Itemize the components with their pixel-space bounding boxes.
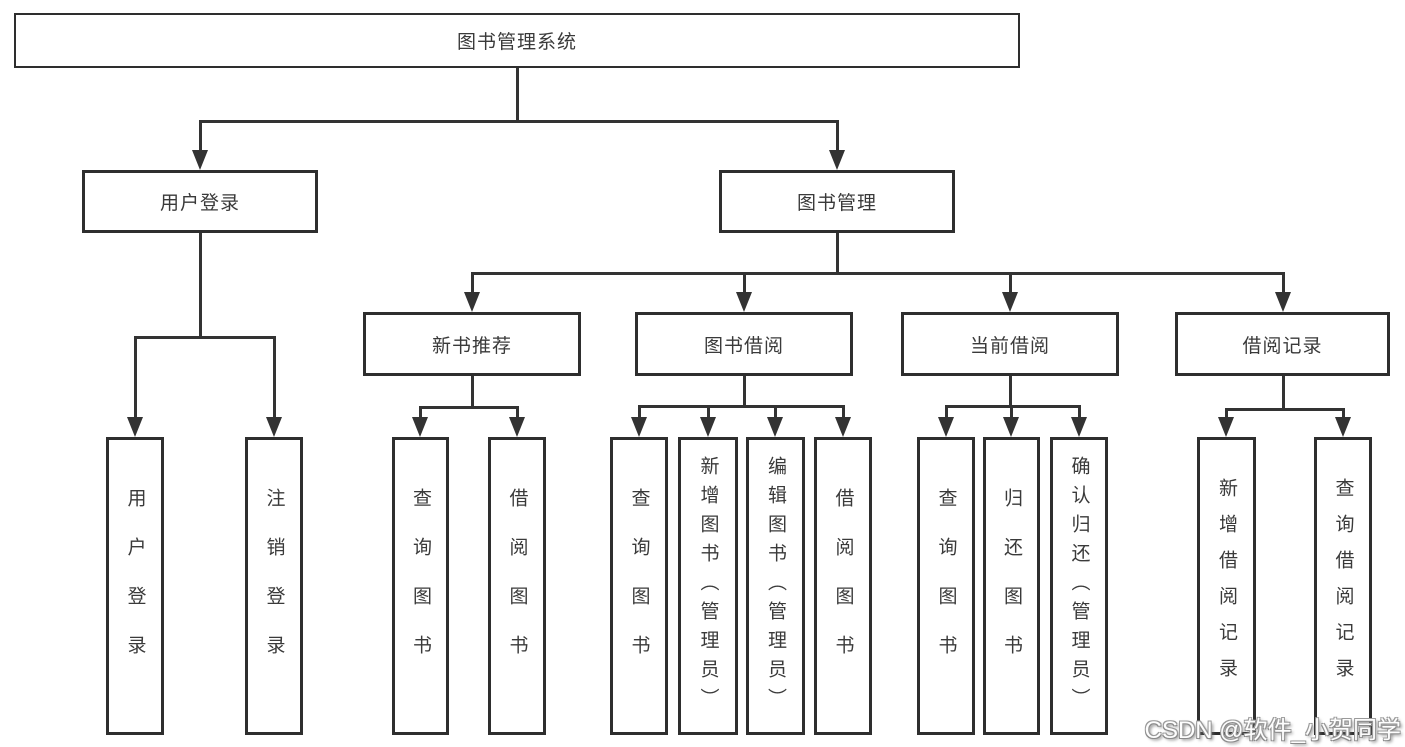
node-label: 用户登录 xyxy=(159,193,240,214)
leaf-confirm-return-admin: 确认归还（管理员） xyxy=(1050,437,1108,735)
leaf-label: 用户登录 xyxy=(124,488,146,684)
node-label: 新书推荐 xyxy=(431,335,512,357)
node-label: 图书管理系统 xyxy=(456,32,577,53)
arrow-to-user-login xyxy=(192,120,208,170)
connector-book-mgmt-vline xyxy=(836,231,839,275)
node-label: 当前借阅 xyxy=(969,335,1050,357)
arrow-to-leaf-add-books xyxy=(700,405,716,437)
leaf-label: 借阅图书 xyxy=(506,488,528,684)
node-library-management-system: 图书管理系统 xyxy=(14,13,1020,68)
node-borrow-records: 借阅记录 xyxy=(1175,312,1390,376)
leaf-label: 编辑图书（管理员） xyxy=(765,455,786,717)
leaf-label: 查询图书 xyxy=(628,488,650,684)
arrow-to-book-management xyxy=(829,120,845,170)
leaf-query-books-current: 查询图书 xyxy=(917,437,975,735)
arrow-to-borrow-records xyxy=(1275,272,1291,312)
arrow-to-leaf-query-record xyxy=(1335,408,1351,437)
leaf-label: 借阅图书 xyxy=(832,488,854,684)
node-new-book-recommend: 新书推荐 xyxy=(363,312,581,376)
leaf-label: 新增借阅记录 xyxy=(1216,478,1237,694)
connector-recommend-vline xyxy=(471,374,474,409)
leaf-query-books-recommend: 查询图书 xyxy=(392,437,449,735)
arrow-to-leaf-query-books-1 xyxy=(412,406,428,437)
leaf-user-login: 用户登录 xyxy=(106,437,164,735)
leaf-label: 确认归还（管理员） xyxy=(1068,455,1090,717)
arrow-to-leaf-confirm-return xyxy=(1071,405,1087,437)
node-book-management: 图书管理 xyxy=(719,170,955,233)
leaf-query-books-borrow: 查询图书 xyxy=(610,437,668,735)
connector-borrow-vline xyxy=(743,374,746,408)
node-label: 图书借阅 xyxy=(703,335,784,357)
leaf-return-books: 归还图书 xyxy=(983,437,1040,735)
leaf-label: 归还图书 xyxy=(1001,488,1022,684)
arrow-to-book-borrow xyxy=(736,272,752,312)
connector-root-vline xyxy=(516,67,519,122)
arrow-to-leaf-borrow-books-2 xyxy=(835,405,851,437)
arrow-to-leaf-user-login xyxy=(127,336,143,437)
arrow-to-new-book-recommend xyxy=(464,272,480,312)
arrow-to-leaf-borrow-books-1 xyxy=(509,406,525,437)
connector-user-login-vline xyxy=(199,231,202,338)
leaf-label: 查询图书 xyxy=(935,488,957,684)
leaf-borrow-books-borrow: 借阅图书 xyxy=(814,437,872,735)
connector-current-hline xyxy=(945,405,1081,408)
connector-root-hline xyxy=(199,120,839,123)
node-current-borrow: 当前借阅 xyxy=(901,312,1119,376)
node-user-login: 用户登录 xyxy=(82,170,318,233)
connector-records-vline xyxy=(1282,374,1285,410)
leaf-logout: 注销登录 xyxy=(245,437,303,735)
connector-borrow-hline xyxy=(638,405,845,408)
node-label: 借阅记录 xyxy=(1242,335,1323,357)
arrow-to-leaf-query-books-3 xyxy=(938,405,954,437)
connector-records-hline xyxy=(1225,408,1345,411)
arrow-to-current-borrow xyxy=(1002,272,1018,312)
leaf-edit-books-admin: 编辑图书（管理员） xyxy=(746,437,805,735)
arrow-to-leaf-edit-books xyxy=(767,405,783,437)
arrow-to-leaf-logout xyxy=(266,336,282,437)
leaf-label: 注销登录 xyxy=(263,488,285,684)
node-label: 图书管理 xyxy=(796,193,877,214)
leaf-label: 查询借阅记录 xyxy=(1332,478,1354,694)
leaf-borrow-books-recommend: 借阅图书 xyxy=(488,437,546,735)
leaf-query-borrow-record: 查询借阅记录 xyxy=(1314,437,1372,735)
arrow-to-leaf-return-books xyxy=(1003,405,1019,437)
leaf-label: 新增图书（管理员） xyxy=(697,455,719,717)
leaf-label: 查询图书 xyxy=(410,488,431,684)
node-book-borrow: 图书借阅 xyxy=(635,312,853,376)
connector-recommend-hline xyxy=(419,406,519,409)
connector-user-login-hline xyxy=(134,336,276,339)
connector-current-vline xyxy=(1009,374,1012,408)
arrow-to-leaf-query-books-2 xyxy=(631,405,647,437)
csdn-watermark: CSDN @软件_小贺同学 xyxy=(1144,717,1401,744)
leaf-add-borrow-record: 新增借阅记录 xyxy=(1197,437,1256,735)
connector-book-mgmt-hline xyxy=(471,272,1284,275)
leaf-add-books-admin: 新增图书（管理员） xyxy=(678,437,738,735)
arrow-to-leaf-add-record xyxy=(1218,408,1234,437)
